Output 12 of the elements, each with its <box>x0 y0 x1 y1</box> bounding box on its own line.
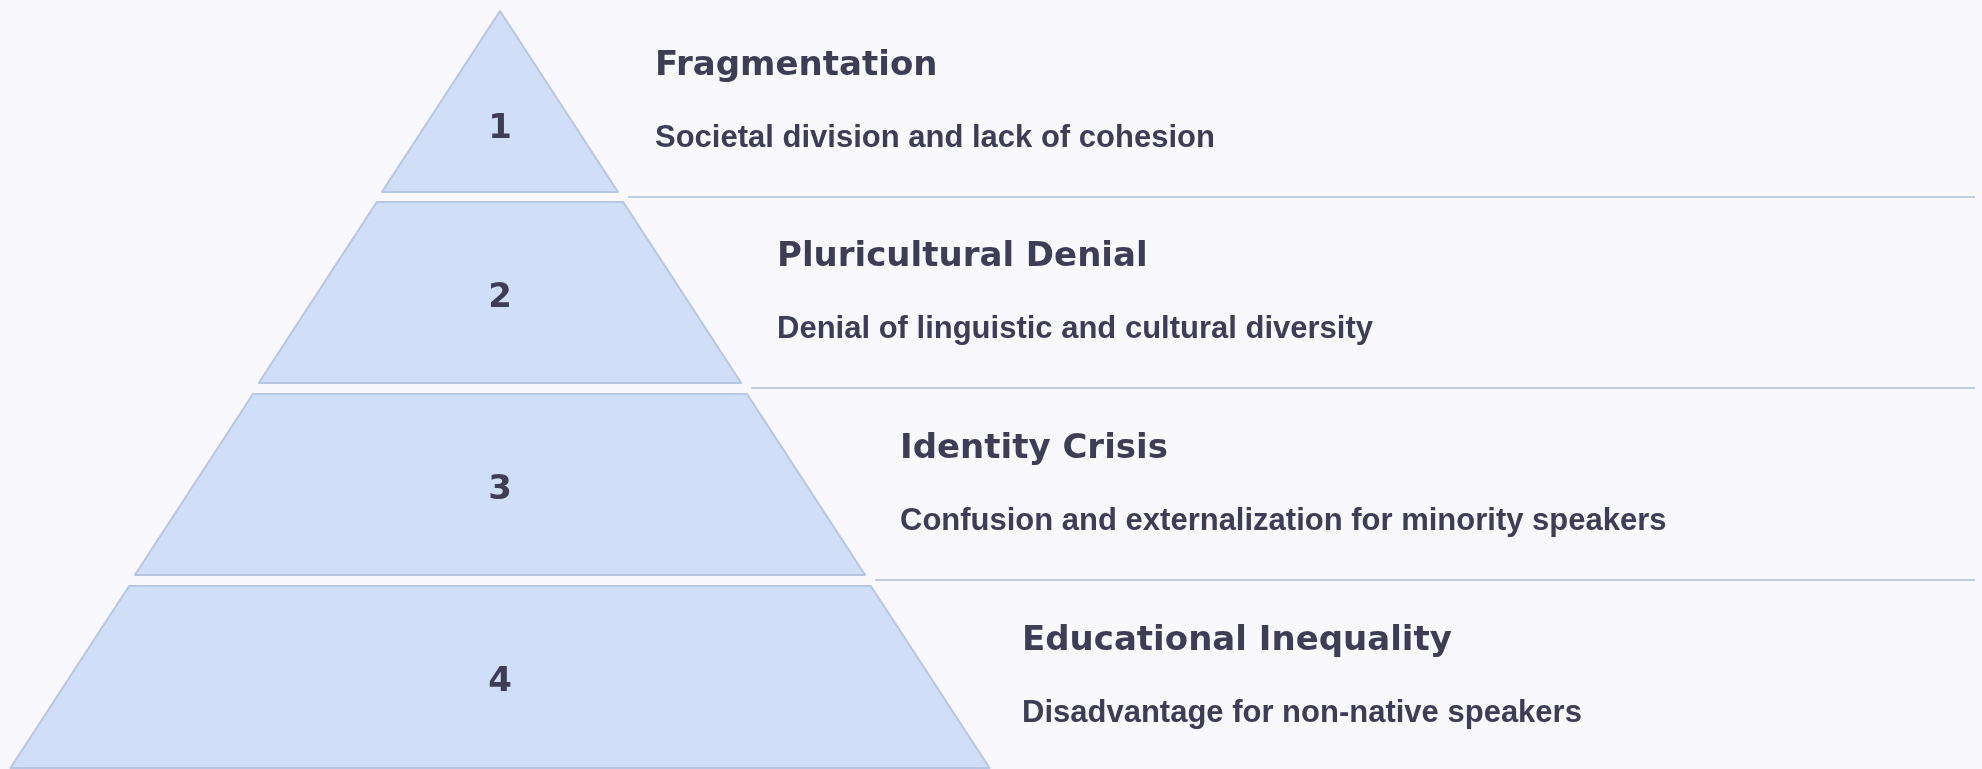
level-number: 4 <box>488 659 512 699</box>
level-title: Identity Crisis <box>900 426 1168 466</box>
level-number: 3 <box>488 467 512 507</box>
level-title: Fragmentation <box>655 43 938 83</box>
level-title: Educational Inequality <box>1022 618 1452 658</box>
level-description: Confusion and externalization for minority speakers <box>900 502 1667 538</box>
level-number: 2 <box>488 275 512 315</box>
level-description: Disadvantage for non-native speakers <box>1022 694 1582 730</box>
level-title: Pluricultural Denial <box>777 234 1148 274</box>
level-description: Societal division and lack of cohesion <box>655 119 1215 155</box>
level-description: Denial of linguistic and cultural diversity <box>777 310 1373 346</box>
level-number: 1 <box>488 106 512 146</box>
